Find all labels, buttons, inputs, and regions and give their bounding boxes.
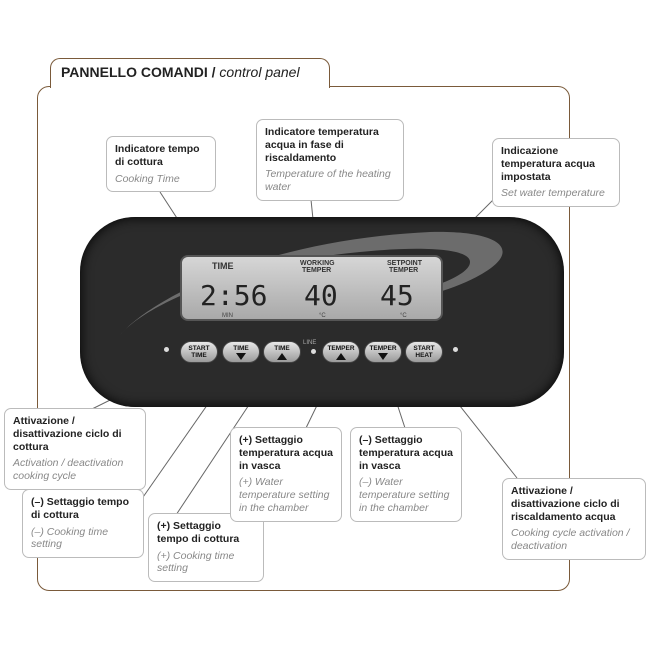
time-up-label: TIME (274, 345, 290, 352)
callout-cycle-en: Activation / deactivation cooking cycle (13, 457, 124, 483)
title-main: PANNELLO COMANDI / (61, 64, 220, 80)
arrow-down-icon (378, 353, 388, 360)
temper-down-button[interactable]: TEMPER (364, 341, 402, 363)
callout-set-temp-en: Set water temperature (501, 187, 605, 200)
temper-up-button[interactable]: TEMPER (322, 341, 360, 363)
time-down-label: TIME (233, 345, 249, 352)
working-temp-value: 40 (304, 279, 338, 312)
callout-time-minus: (–) Settaggio tempo di cottura (–) Cooki… (22, 489, 144, 559)
callout-temp-minus-en: (–) Water temperature setting in the cha… (359, 476, 450, 514)
temper-down-label: TEMPER (369, 345, 397, 352)
start-heat-button[interactable]: START HEAT (405, 341, 443, 363)
time-up-button[interactable]: TIME (263, 341, 301, 363)
callout-cooking-time-it: Indicatore tempo di cottura (115, 143, 200, 168)
led-line (311, 349, 316, 354)
arrow-down-icon (236, 353, 246, 360)
callout-heating-temp-en: Temperature of the heating water (265, 168, 391, 194)
working-title-2: TEMPER (302, 267, 332, 274)
start-time-label-1: START (188, 345, 210, 352)
callout-heating-temp: Indicatore temperatura acqua in fase di … (256, 119, 404, 201)
working-temp-unit: °C (319, 313, 326, 319)
working-title-1: WORKING (300, 260, 335, 267)
time-unit: MIN (222, 313, 233, 319)
time-title: TIME (212, 261, 234, 271)
led-left (164, 347, 169, 352)
callout-cycle: Attivazione / disattivazione ciclo di co… (4, 408, 146, 490)
callout-time-plus-it: (+) Settaggio tempo di cottura (157, 520, 240, 545)
callout-temp-plus-it: (+) Settaggio temperatura acqua in vasca (239, 434, 333, 472)
lcd-display: TIME 2:56 MIN WORKING TEMPER 40 °C SETPO… (180, 255, 443, 321)
start-time-button[interactable]: START TIME (180, 341, 218, 363)
start-heat-label-1: START (413, 345, 435, 352)
start-time-label-2: TIME (191, 352, 207, 359)
callout-cooking-time-en: Cooking Time (115, 172, 180, 185)
callout-cooking-time: Indicatore tempo di cottura Cooking Time (106, 136, 216, 193)
callout-time-minus-it: (–) Settaggio tempo di cottura (31, 496, 130, 521)
callout-time-plus: (+) Settaggio tempo di cottura (+) Cooki… (148, 513, 264, 583)
callout-cycle-it: Attivazione / disattivazione ciclo di co… (13, 415, 122, 453)
time-down-button[interactable]: TIME (222, 341, 260, 363)
callout-set-temp: Indicazione temperatura acqua impostata … (492, 138, 620, 208)
callout-temp-minus-it: (–) Settaggio temperatura acqua in vasca (359, 434, 453, 472)
led-right (453, 347, 458, 352)
callout-temp-minus: (–) Settaggio temperatura acqua in vasca… (350, 427, 462, 522)
setpoint-temp-value: 45 (380, 279, 414, 312)
setpoint-temp-unit: °C (400, 313, 407, 319)
callout-time-plus-en: (+) Cooking time setting (157, 549, 235, 575)
start-heat-label-2: HEAT (415, 352, 433, 359)
callout-heating-cycle-en: Cooking cycle activation / deactivation (511, 527, 630, 553)
time-value: 2:56 (200, 279, 268, 312)
page-title: PANNELLO COMANDI / control panel (50, 58, 330, 88)
arrow-up-icon (336, 353, 346, 360)
setpoint-title-1: SETPOINT (387, 260, 423, 267)
callout-set-temp-it: Indicazione temperatura acqua impostata (501, 145, 595, 183)
line-label: LINE (303, 340, 317, 346)
callout-heating-cycle: Attivazione / disattivazione ciclo di ri… (502, 478, 646, 560)
title-sub: control panel (219, 64, 300, 80)
callout-time-minus-en: (–) Cooking time setting (31, 525, 109, 551)
temper-up-label: TEMPER (327, 345, 355, 352)
callout-temp-plus-en: (+) Water temperature setting in the cha… (239, 476, 330, 514)
callout-heating-cycle-it: Attivazione / disattivazione ciclo di ri… (511, 485, 620, 523)
arrow-up-icon (277, 353, 287, 360)
callout-heating-temp-it: Indicatore temperatura acqua in fase di … (265, 126, 379, 164)
setpoint-title-2: TEMPER (389, 267, 419, 274)
callout-temp-plus: (+) Settaggio temperatura acqua in vasca… (230, 427, 342, 522)
